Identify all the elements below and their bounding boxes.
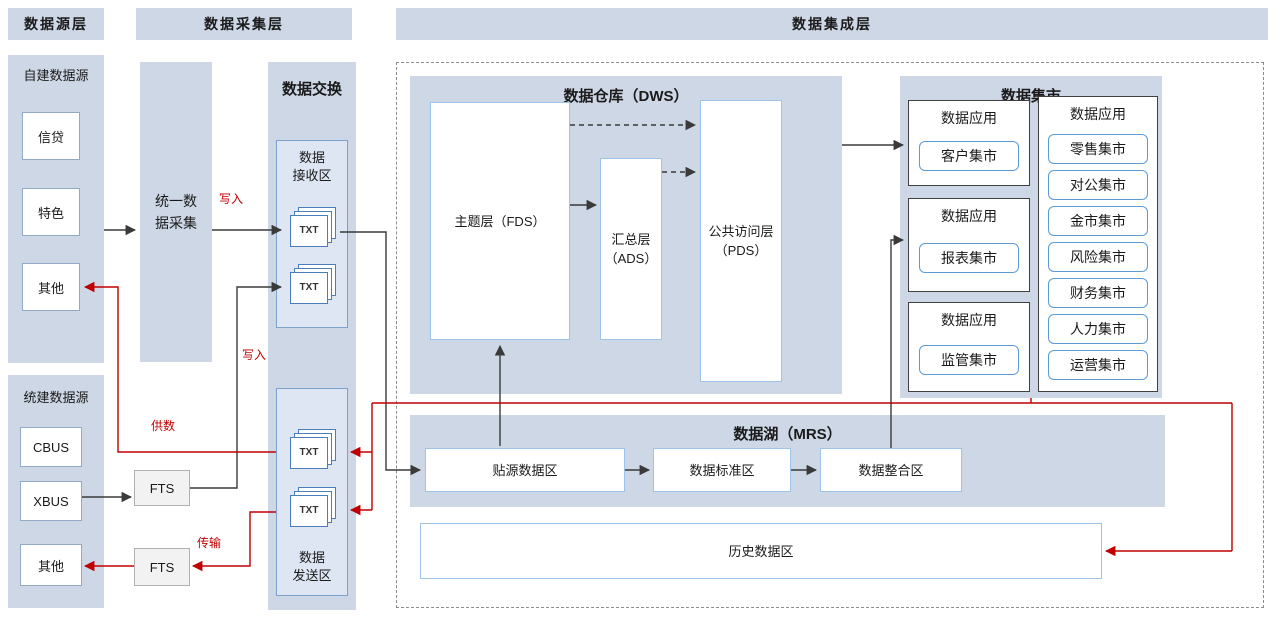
- unified-collection-line1: 统一数: [155, 193, 197, 209]
- self-built-sources-panel: 自建数据源 信贷 特色 其他: [8, 55, 104, 363]
- history-data-zone-label: 历史数据区: [728, 543, 794, 559]
- label-supply: 供数: [151, 419, 176, 433]
- box-credit: 信贷: [22, 112, 80, 160]
- mart-risk: 风险集市: [1048, 241, 1148, 272]
- lake-standard-zone-label: 数据标准区: [689, 462, 755, 478]
- txt-file-front: TXT: [290, 495, 328, 527]
- box-other-self: 其他: [22, 263, 80, 311]
- txt-file-icon: TXT: [290, 207, 336, 247]
- dws-title: 数据仓库（DWS）: [563, 88, 689, 105]
- fds-subject-layer-box: 主题层（FDS）: [430, 102, 570, 340]
- app-group-title: 数据应用: [941, 312, 997, 328]
- fds-label: 主题层（FDS）: [454, 213, 546, 229]
- mart-retail: 零售集市: [1048, 133, 1148, 164]
- pds-public-access-layer-box: 公共访问层 （PDS）: [700, 100, 782, 382]
- unified-collection-line2: 据采集: [155, 215, 197, 231]
- app-group-business: 数据应用 零售集市 对公集市 金市集市 风险集市 财务集市 人力集市 运营集市: [1038, 96, 1158, 392]
- app-group-title: 数据应用: [941, 208, 997, 224]
- box-cbus: CBUS: [20, 427, 82, 467]
- send-zone: TXT TXT 数据 发送区: [276, 388, 348, 596]
- label-transfer: 传输: [197, 536, 222, 550]
- data-exchange-title: 数据交换: [281, 81, 342, 98]
- mart-gold: 金市集市: [1048, 205, 1148, 236]
- ads-label-line2: （ADS）: [604, 251, 658, 266]
- data-exchange-panel: 数据交换 数据 接收区 TXT TXT TXT: [268, 62, 356, 610]
- label-write-upper: 写入: [219, 192, 244, 206]
- txt-file-front: TXT: [290, 272, 328, 304]
- send-zone-label-line2: 发送区: [292, 568, 332, 583]
- app-group-title: 数据应用: [941, 110, 997, 126]
- pds-label-line2: （PDS）: [714, 243, 768, 258]
- label-write-lower: 写入: [242, 348, 267, 362]
- mrs-lake-title: 数据湖（MRS）: [733, 426, 842, 443]
- fts-lower-box: FTS: [134, 548, 190, 586]
- mart-hr: 人力集市: [1048, 313, 1148, 344]
- lake-integration-zone-label: 数据整合区: [858, 462, 924, 478]
- lake-standard-zone: 数据标准区: [653, 448, 791, 492]
- receive-zone-label-line1: 数据: [298, 150, 325, 165]
- txt-file-front: TXT: [290, 215, 328, 247]
- lake-source-zone: 贴源数据区: [425, 448, 625, 492]
- box-xbus: XBUS: [20, 481, 82, 521]
- app-group-title: 数据应用: [1070, 106, 1126, 122]
- txt-file-icon: TXT: [290, 264, 336, 304]
- history-data-zone: 历史数据区: [420, 523, 1102, 579]
- header-source-layer: 数据源层: [8, 8, 104, 40]
- mart-regulatory: 监管集市: [919, 344, 1019, 375]
- lake-integration-zone: 数据整合区: [820, 448, 962, 492]
- unified-sources-panel: 统建数据源 CBUS XBUS 其他: [8, 375, 104, 608]
- mart-corporate: 对公集市: [1048, 169, 1148, 200]
- txt-file-icon: TXT: [290, 429, 336, 469]
- txt-file-icon: TXT: [290, 487, 336, 527]
- app-group-customer: 数据应用 客户集市: [908, 100, 1030, 186]
- app-group-report: 数据应用 报表集市: [908, 198, 1030, 292]
- txt-file-front: TXT: [290, 437, 328, 469]
- ads-label-line1: 汇总层: [611, 232, 651, 247]
- box-other-unified: 其他: [20, 544, 82, 586]
- receive-zone-label-line2: 接收区: [292, 168, 332, 183]
- send-zone-label-line1: 数据: [298, 550, 325, 565]
- header-integration-layer: 数据集成层: [396, 8, 1268, 40]
- fts-upper-box: FTS: [134, 470, 190, 506]
- self-built-sources-title: 自建数据源: [23, 68, 89, 83]
- unified-data-collection-box: 统一数 据采集: [140, 62, 212, 362]
- receive-zone: 数据 接收区 TXT TXT: [276, 140, 348, 328]
- ads-summary-layer-box: 汇总层 （ADS）: [600, 158, 662, 340]
- header-collection-layer: 数据采集层: [136, 8, 352, 40]
- unified-sources-title: 统建数据源: [23, 390, 89, 405]
- pds-label-line1: 公共访问层: [708, 224, 774, 239]
- mart-report: 报表集市: [919, 242, 1019, 273]
- mart-customer: 客户集市: [919, 140, 1019, 171]
- mart-operations: 运营集市: [1048, 349, 1148, 380]
- mart-finance: 财务集市: [1048, 277, 1148, 308]
- app-group-regulatory: 数据应用 监管集市: [908, 302, 1030, 392]
- box-special: 特色: [22, 188, 80, 236]
- lake-source-zone-label: 贴源数据区: [492, 462, 558, 478]
